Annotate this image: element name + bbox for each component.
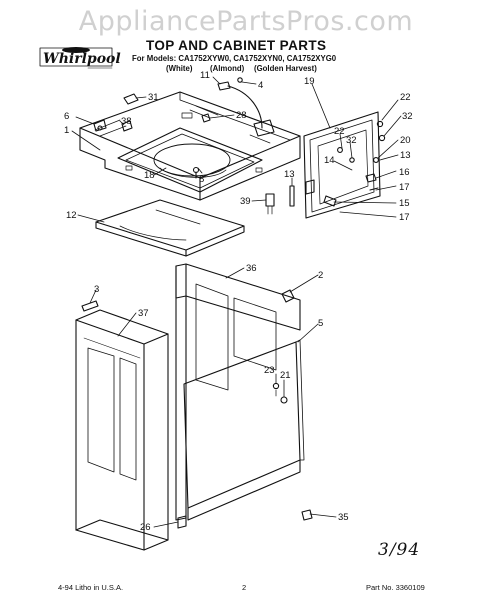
callout-37: 37 [138,308,149,319]
callout-11: 11 [200,70,210,81]
callout-17-lower: 17 [399,212,410,223]
callout-23: 23 [264,365,275,376]
callout-18: 18 [144,170,155,181]
screw-39 [265,193,275,215]
callout-13: 13 [400,150,411,161]
callout-39: 39 [240,196,251,207]
callout-13-hinge: 13 [284,169,295,180]
hinge-pins [93,93,211,179]
callout-28: 28 [236,110,247,121]
callout-21: 21 [280,370,291,381]
callout-16: 16 [399,167,410,178]
cabinet-front-panel [75,309,169,551]
cabinet-side-panel [183,299,305,521]
whirlpool-logo: Whirlpool [39,47,121,69]
callout-19: 19 [304,76,315,87]
color-golden-harvest: (Golden Harvest) [254,64,317,73]
callout-5: 5 [318,318,323,329]
callout-20: 20 [400,135,411,146]
callout-3: 3 [94,284,99,295]
watermark: AppliancePartsPros.com [78,6,414,37]
callout-22: 22 [400,92,411,103]
callout-2: 2 [318,270,323,281]
cabinet-top-assembly [79,91,301,201]
callout-15: 15 [399,198,410,209]
callout-6: 6 [64,111,69,122]
color-white: (White) [166,64,193,73]
brand-logo-text: Whirlpool [43,51,121,67]
lid-switch-harness [217,77,275,137]
callout-32-lid: 32 [346,135,357,146]
cabinet-rear-panel [175,263,301,521]
models-line: For Models: CA1752XYW0, CA1752XYN0, CA17… [132,54,337,63]
handwritten-note: 3/94 [378,540,421,560]
callout-36: 36 [246,263,257,274]
callout-labels: 31 11 4 19 22 32 6 38 28 1 22 32 20 13 1… [64,70,413,533]
callout-32: 32 [402,111,413,122]
top-support-panel [95,199,245,257]
hardware-small [81,289,313,529]
callout-26: 26 [140,522,151,533]
callout-4: 4 [258,80,263,91]
callout-8: 8 [199,174,204,185]
color-almond: (Almond) [210,64,245,73]
callout-35: 35 [338,512,349,523]
washer-lid [289,111,386,219]
footer-part-number: Part No. 3360109 [366,583,425,592]
callout-31: 31 [148,92,159,103]
callout-14: 14 [324,155,335,166]
page-title: TOP AND CABINET PARTS [146,38,327,53]
callout-1: 1 [64,125,69,136]
callout-17: 17 [399,182,410,193]
callout-leaders [71,76,402,528]
callout-38: 38 [121,116,132,127]
callout-22-lid: 22 [334,126,345,137]
footer-page-number: 2 [242,583,247,592]
callout-12: 12 [66,210,77,221]
footer-print-date: 4-94 Litho in U.S.A. [58,583,124,592]
